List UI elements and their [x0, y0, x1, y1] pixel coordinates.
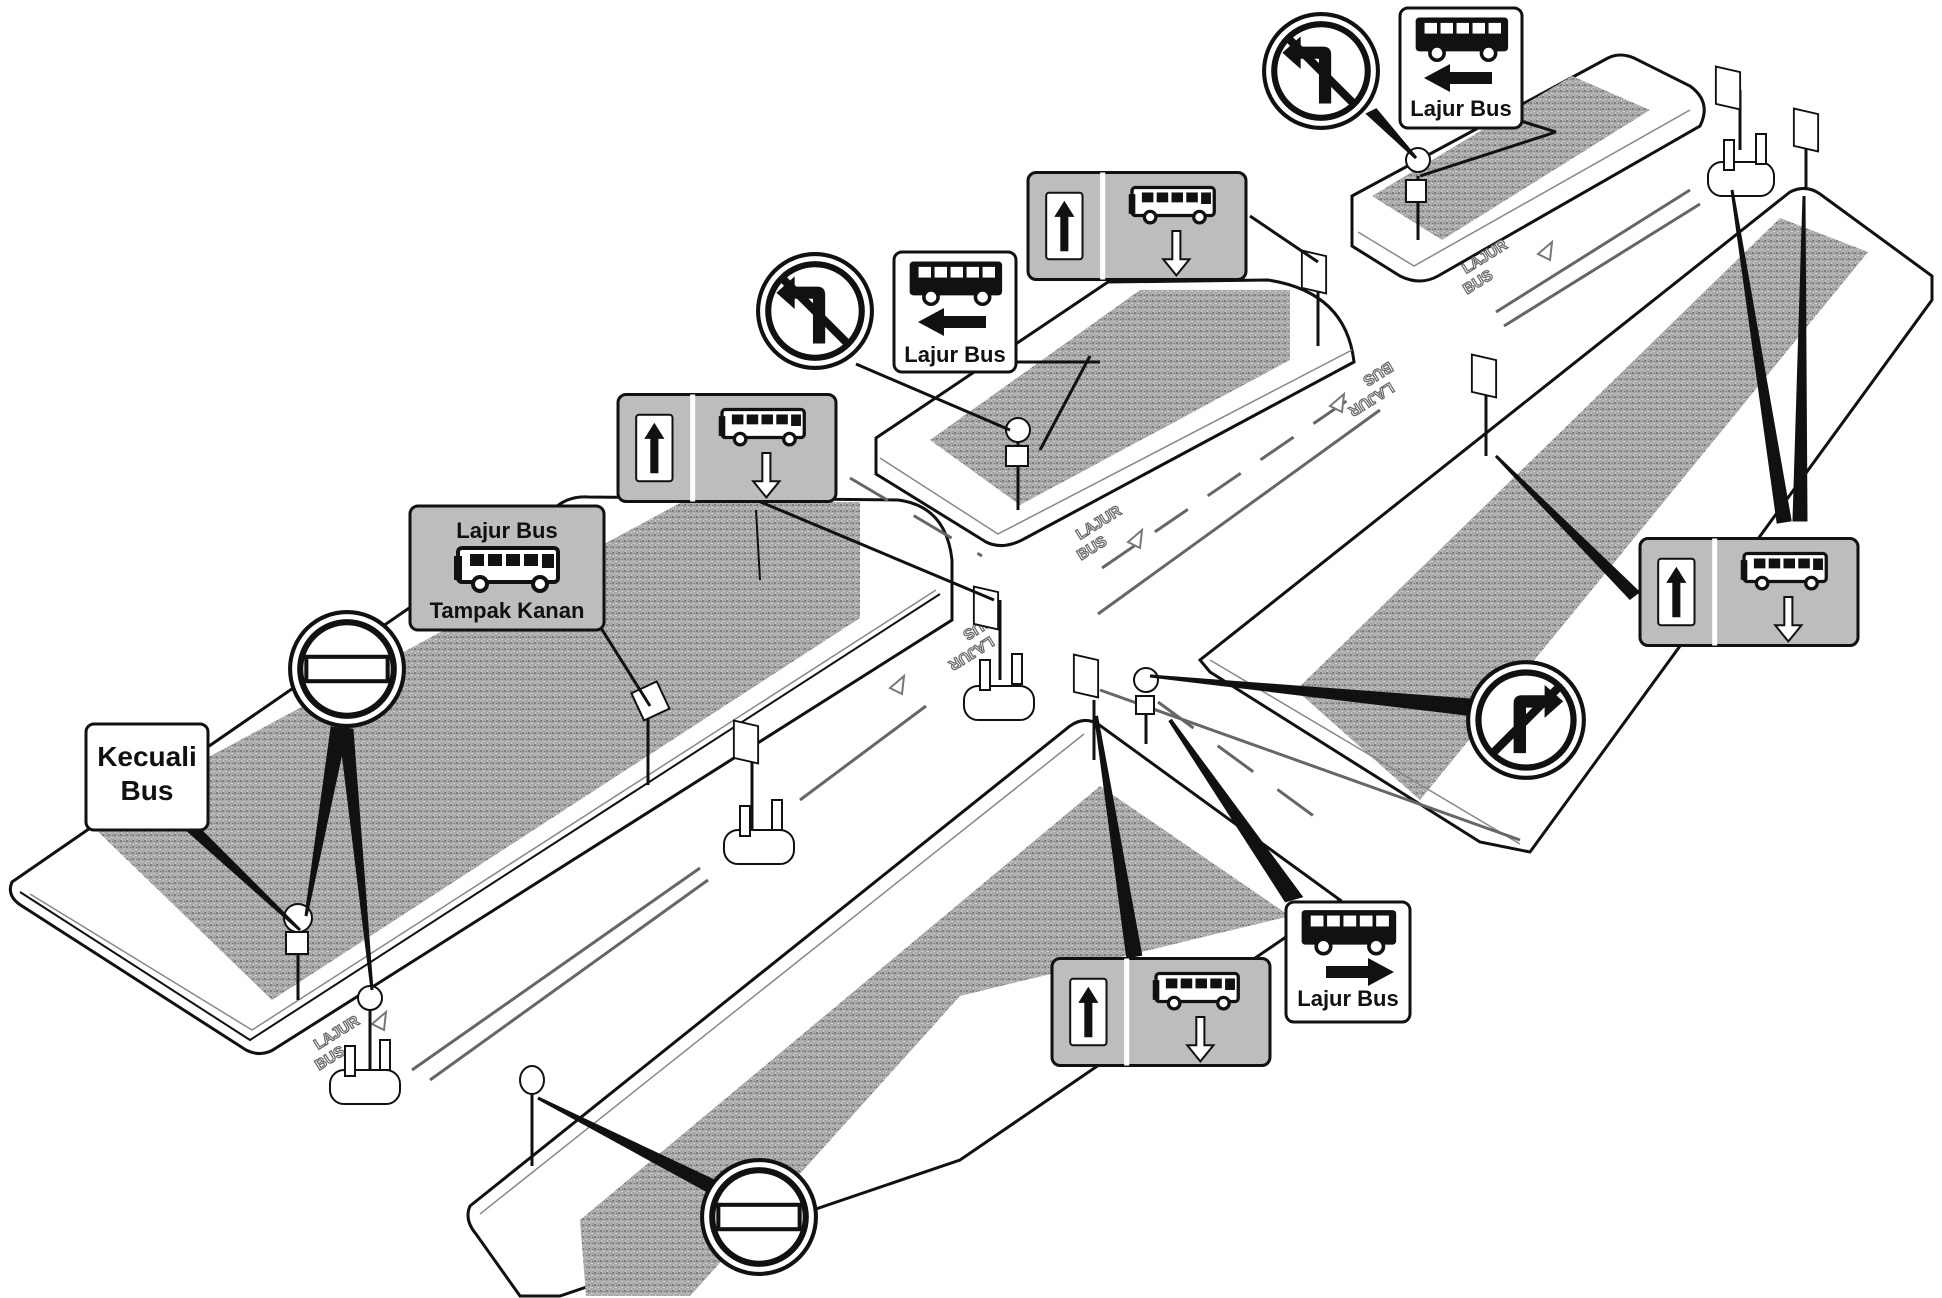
lajur-kanan-line2: Tampak Kanan [430, 598, 585, 623]
bus-lane-contraflow-sign-2 [1028, 173, 1246, 280]
sign-kecuali-bus: Kecuali Bus [86, 724, 208, 830]
no-entry-sign-south [702, 1160, 816, 1274]
kecuali-line2: Bus [121, 775, 174, 806]
no-left-turn-sign-top [1264, 14, 1378, 128]
bus-lane-contraflow-sign-4 [1052, 959, 1270, 1066]
no-entry-sign-west [290, 612, 404, 726]
sign-lajur-bus-right: Lajur Bus [1286, 902, 1410, 1022]
no-left-turn-sign-middle [758, 254, 872, 368]
no-right-turn-sign [1468, 662, 1584, 778]
svg-text:Lajur Bus: Lajur Bus [1410, 96, 1511, 121]
svg-text:Lajur Bus: Lajur Bus [1297, 986, 1398, 1011]
bus-lane-contraflow-sign-3 [1640, 539, 1858, 646]
sign-lajur-bus-tampak-kanan: Lajur Bus Tampak Kanan [410, 506, 604, 630]
sign-lajur-bus-left-top: Lajur Bus [1400, 8, 1522, 128]
bus-lane-contraflow-sign-1 [618, 395, 836, 502]
sign-lajur-bus-left-middle: Lajur Bus [894, 252, 1016, 372]
kecuali-line1: Kecuali [97, 741, 197, 772]
lajur-kanan-line1: Lajur Bus [456, 518, 557, 543]
svg-text:Lajur Bus: Lajur Bus [904, 342, 1005, 367]
